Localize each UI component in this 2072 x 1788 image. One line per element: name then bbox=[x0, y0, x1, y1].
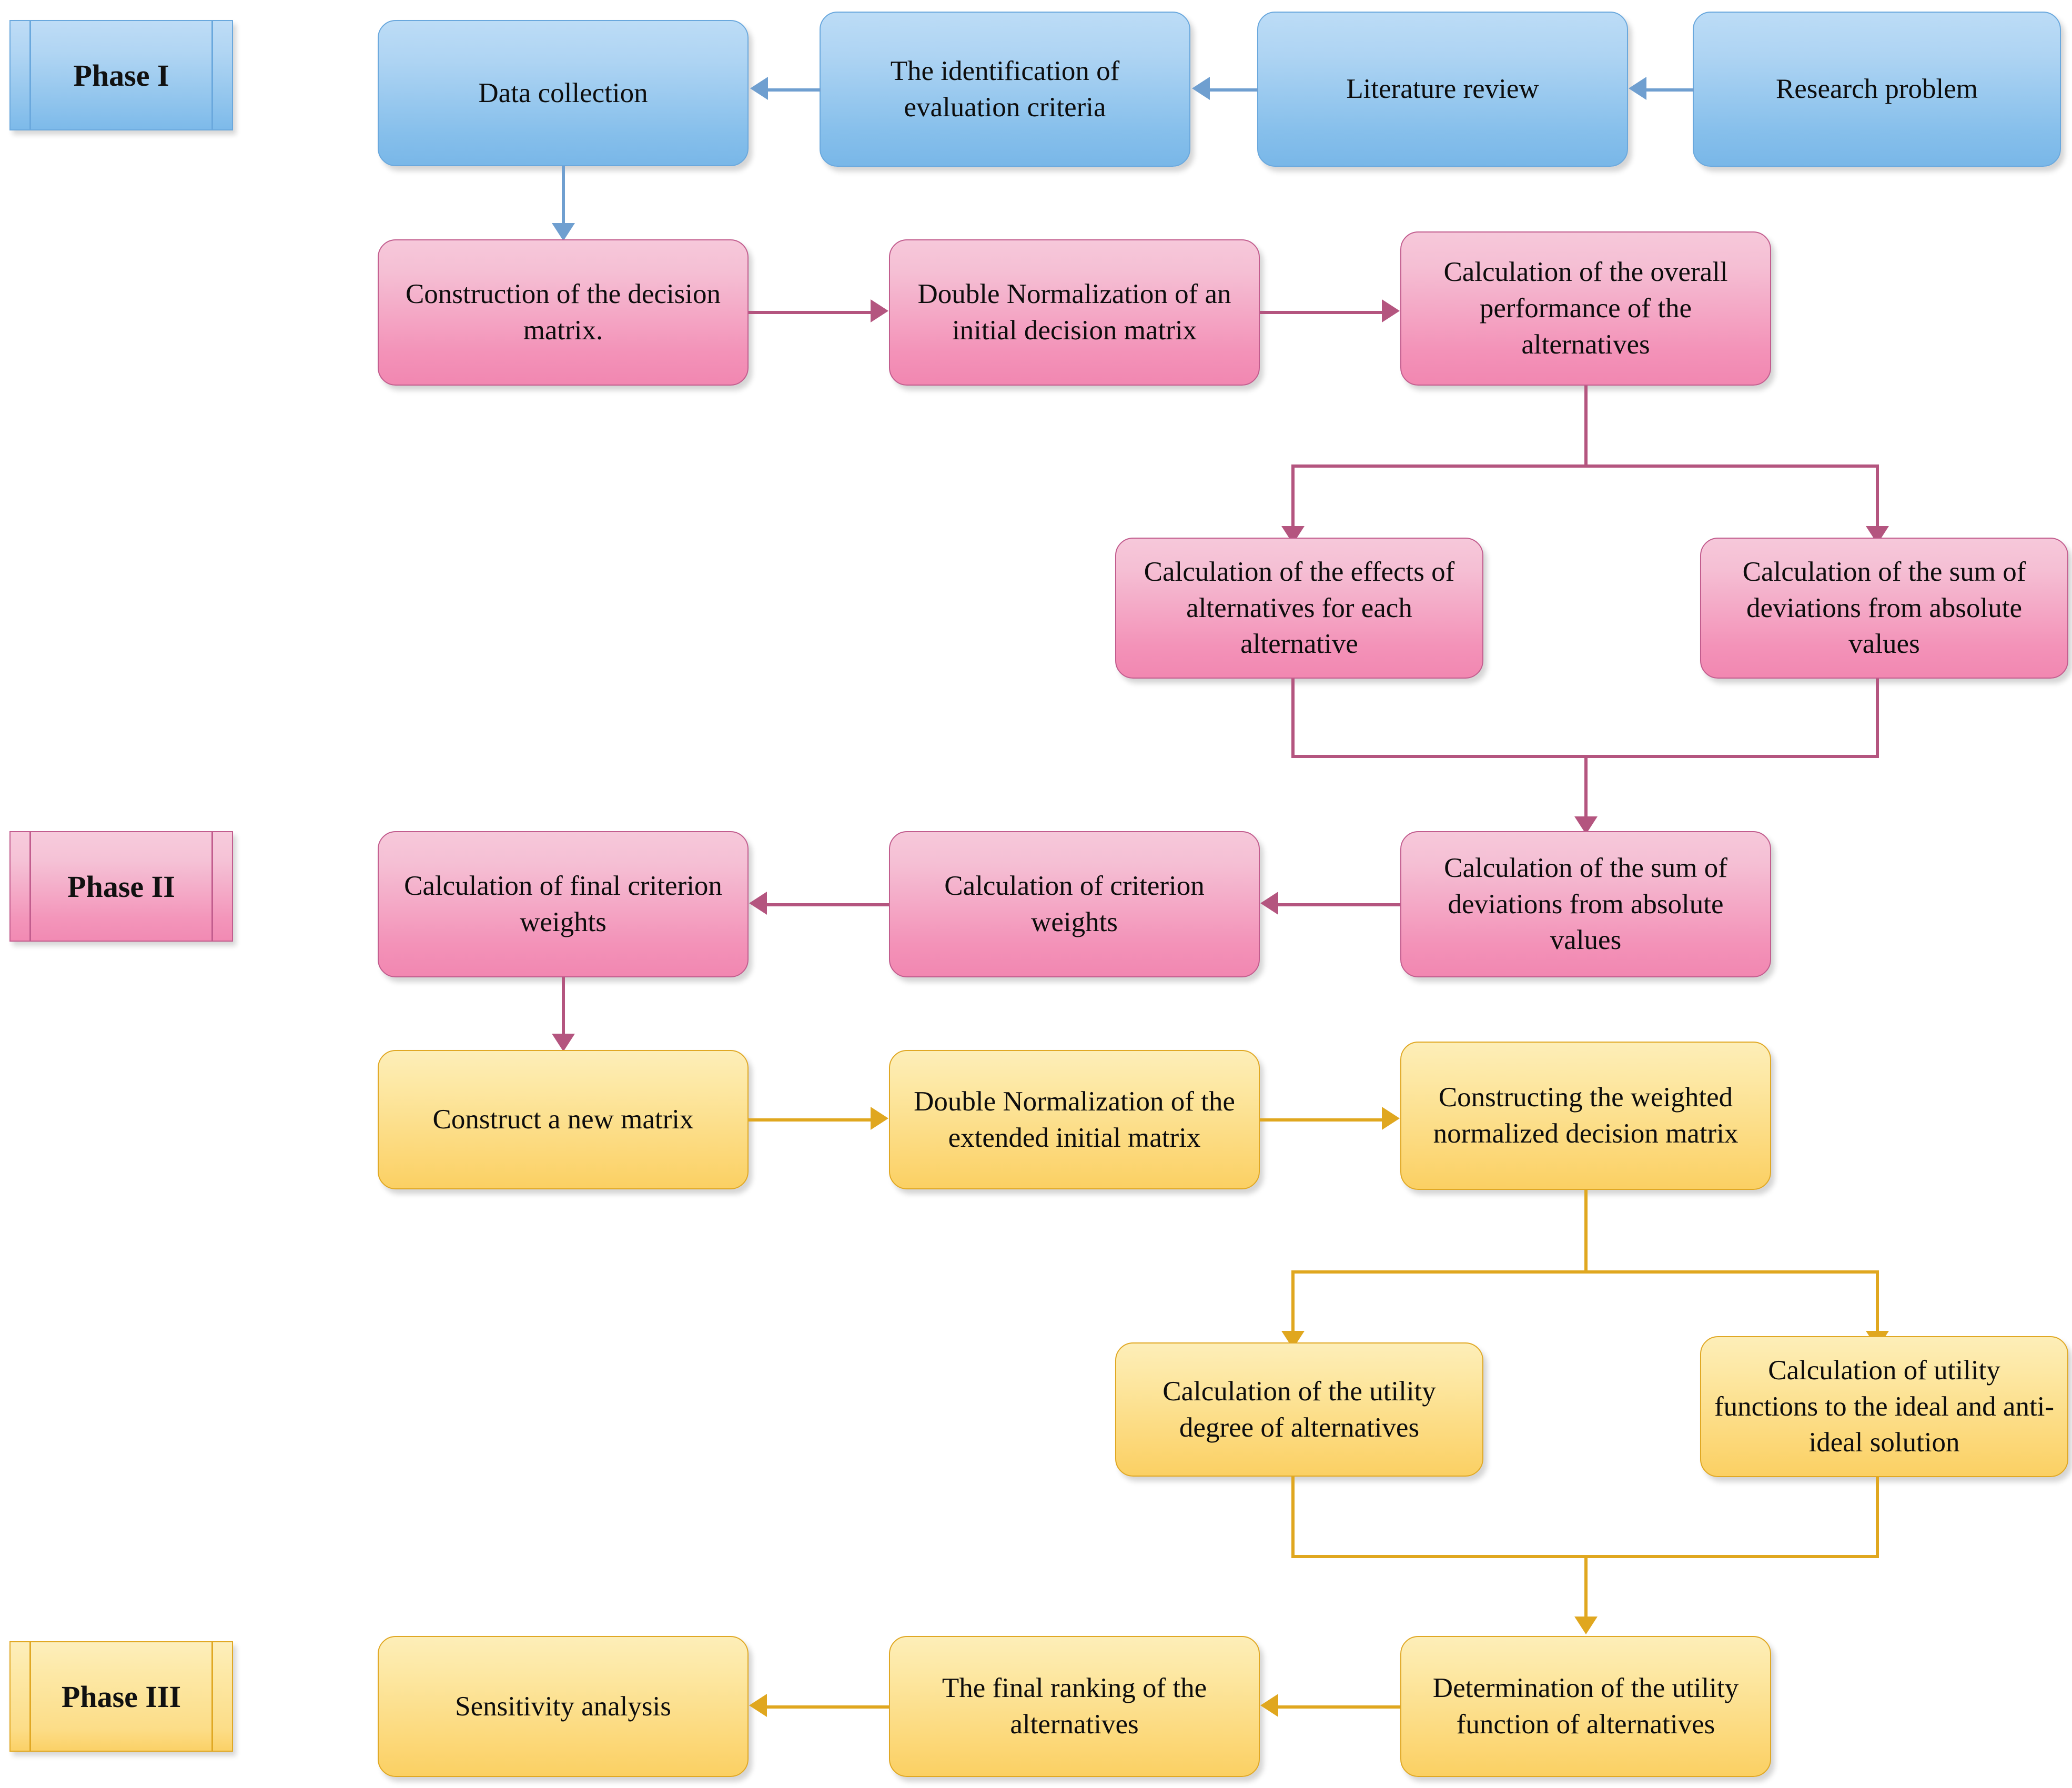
node-sensitivity-analysis[interactable]: Sensitivity analysis bbox=[378, 1636, 749, 1777]
node-utility-functions-ideal-antiideal[interactable]: Calculation of utility functions to the … bbox=[1700, 1336, 2068, 1477]
node-label: Calculation of the effects of alternativ… bbox=[1144, 556, 1455, 660]
arrowhead-left-icon bbox=[1629, 77, 1646, 100]
connector-branch-right-drop bbox=[1876, 464, 1879, 528]
node-label: Calculation of the sum of deviations fro… bbox=[1742, 556, 2026, 660]
node-label: Literature review bbox=[1346, 74, 1539, 105]
phase-tag-left-bar bbox=[29, 21, 31, 129]
node-label: Research problem bbox=[1775, 74, 1978, 105]
connector-merge-right-rise bbox=[1876, 679, 1879, 757]
connector-weighted-branch-bar bbox=[1291, 1270, 1879, 1274]
arrowhead-left-icon bbox=[1260, 892, 1278, 915]
arrowhead-right-icon bbox=[871, 1107, 888, 1130]
node-label: Calculation of the sum of deviations fro… bbox=[1444, 852, 1727, 956]
connector-overall-branch-bar bbox=[1291, 464, 1879, 468]
connector-data-to-construct bbox=[562, 166, 565, 224]
phase-tag-right-bar bbox=[211, 21, 213, 129]
connector-literature-to-criteria bbox=[1210, 88, 1258, 92]
connector-weighted-stem bbox=[1584, 1190, 1588, 1273]
node-label: Calculation of the utility degree of alt… bbox=[1163, 1376, 1436, 1443]
node-label: Calculation of the overall performance o… bbox=[1443, 257, 1728, 360]
node-literature-review[interactable]: Literature review bbox=[1257, 12, 1628, 167]
node-utility-function-of-alternatives[interactable]: Determination of the utility function of… bbox=[1400, 1636, 1771, 1777]
node-data-collection[interactable]: Data collection bbox=[378, 20, 749, 166]
arrowhead-down-icon bbox=[552, 1034, 575, 1052]
node-label: Sensitivity analysis bbox=[455, 1691, 671, 1722]
connector-utilityfn-to-ranking bbox=[1278, 1705, 1400, 1709]
connector-newmatrix-to-extended bbox=[749, 1118, 871, 1122]
phase-tag-phase-2: Phase II bbox=[9, 831, 233, 942]
connector-merge-left-rise bbox=[1291, 679, 1295, 757]
connector-doublenorm-to-overall bbox=[1260, 311, 1382, 314]
connector-final-to-newmatrix bbox=[562, 977, 565, 1035]
phase-tag-label: Phase II bbox=[67, 869, 175, 904]
arrowhead-left-icon bbox=[749, 892, 767, 915]
phase-tag-right-bar bbox=[211, 1642, 213, 1751]
connector-ymerge-left-rise bbox=[1291, 1477, 1295, 1558]
arrowhead-down-icon bbox=[1574, 1617, 1598, 1634]
connector-sumdevb-to-criterion bbox=[1278, 903, 1400, 906]
node-sum-of-deviations-absolute-values-a[interactable]: Calculation of the sum of deviations fro… bbox=[1700, 538, 2068, 679]
node-label: Double Normalization of the extended ini… bbox=[914, 1086, 1235, 1153]
node-effects-of-alternatives[interactable]: Calculation of the effects of alternativ… bbox=[1115, 538, 1483, 679]
connector-extended-to-weighted bbox=[1260, 1118, 1382, 1122]
connector-ranking-to-sensitivity bbox=[767, 1705, 889, 1709]
connector-criteria-to-data bbox=[768, 88, 821, 92]
connector-ybranch-right-drop bbox=[1876, 1270, 1879, 1332]
node-label: Determination of the utility function of… bbox=[1432, 1673, 1739, 1740]
connector-research-to-literature bbox=[1646, 88, 1694, 92]
node-research-problem[interactable]: Research problem bbox=[1693, 12, 2061, 167]
node-label: Double Normalization of an initial decis… bbox=[917, 279, 1231, 346]
node-label: Calculation of utility functions to the … bbox=[1714, 1355, 2055, 1458]
arrowhead-right-icon bbox=[871, 299, 888, 322]
arrowhead-right-icon bbox=[1382, 299, 1400, 322]
node-identification-of-evaluation-criteria[interactable]: The identification of evaluation criteri… bbox=[820, 12, 1190, 167]
connector-ymerge-stem bbox=[1584, 1555, 1588, 1618]
arrowhead-left-icon bbox=[749, 1694, 767, 1717]
connector-merge-stem bbox=[1584, 755, 1588, 818]
node-utility-degree-of-alternatives[interactable]: Calculation of the utility degree of alt… bbox=[1115, 1342, 1483, 1477]
arrowhead-left-icon bbox=[750, 77, 768, 100]
node-weighted-normalized-decision-matrix[interactable]: Constructing the weighted normalized dec… bbox=[1400, 1042, 1771, 1190]
node-label: Construct a new matrix bbox=[432, 1104, 694, 1135]
node-label: Data collection bbox=[478, 77, 648, 108]
node-double-normalization-initial-matrix[interactable]: Double Normalization of an initial decis… bbox=[889, 239, 1260, 386]
connector-branch-left-drop bbox=[1291, 464, 1295, 528]
node-final-criterion-weights[interactable]: Calculation of final criterion weights bbox=[378, 831, 749, 977]
phase-tag-phase-1: Phase I bbox=[9, 20, 233, 130]
phase-tag-left-bar bbox=[29, 832, 31, 941]
phase-tag-label: Phase I bbox=[73, 58, 169, 93]
node-label: Calculation of criterion weights bbox=[944, 871, 1205, 937]
node-double-normalization-extended-matrix[interactable]: Double Normalization of the extended ini… bbox=[889, 1050, 1260, 1189]
phase-tag-label: Phase III bbox=[61, 1679, 181, 1714]
node-overall-performance-of-alternatives[interactable]: Calculation of the overall performance o… bbox=[1400, 231, 1771, 386]
node-label: Construction of the decision matrix. bbox=[405, 279, 721, 346]
connector-ybranch-left-drop bbox=[1291, 1270, 1295, 1332]
node-sum-of-deviations-absolute-values-b[interactable]: Calculation of the sum of deviations fro… bbox=[1400, 831, 1771, 977]
node-label: Calculation of final criterion weights bbox=[404, 871, 722, 937]
node-construct-a-new-matrix[interactable]: Construct a new matrix bbox=[378, 1050, 749, 1189]
node-criterion-weights[interactable]: Calculation of criterion weights bbox=[889, 831, 1260, 977]
arrowhead-left-icon bbox=[1192, 77, 1210, 100]
arrowhead-down-icon bbox=[552, 223, 575, 241]
connector-construct-to-doublenorm bbox=[749, 311, 871, 314]
node-label: Constructing the weighted normalized dec… bbox=[1433, 1082, 1739, 1149]
node-construction-of-decision-matrix[interactable]: Construction of the decision matrix. bbox=[378, 239, 749, 386]
connector-overall-stem bbox=[1584, 386, 1588, 467]
connector-ymerge-right-rise bbox=[1876, 1477, 1879, 1558]
phase-tag-left-bar bbox=[29, 1642, 31, 1751]
node-label: The final ranking of the alternatives bbox=[942, 1673, 1207, 1740]
arrowhead-left-icon bbox=[1260, 1694, 1278, 1717]
phase-tag-phase-3: Phase III bbox=[9, 1641, 233, 1752]
connector-criterion-to-final bbox=[767, 903, 889, 906]
node-label: The identification of evaluation criteri… bbox=[890, 55, 1120, 123]
phase-tag-right-bar bbox=[211, 832, 213, 941]
arrowhead-right-icon bbox=[1382, 1107, 1400, 1130]
node-final-ranking-of-alternatives[interactable]: The final ranking of the alternatives bbox=[889, 1636, 1260, 1777]
